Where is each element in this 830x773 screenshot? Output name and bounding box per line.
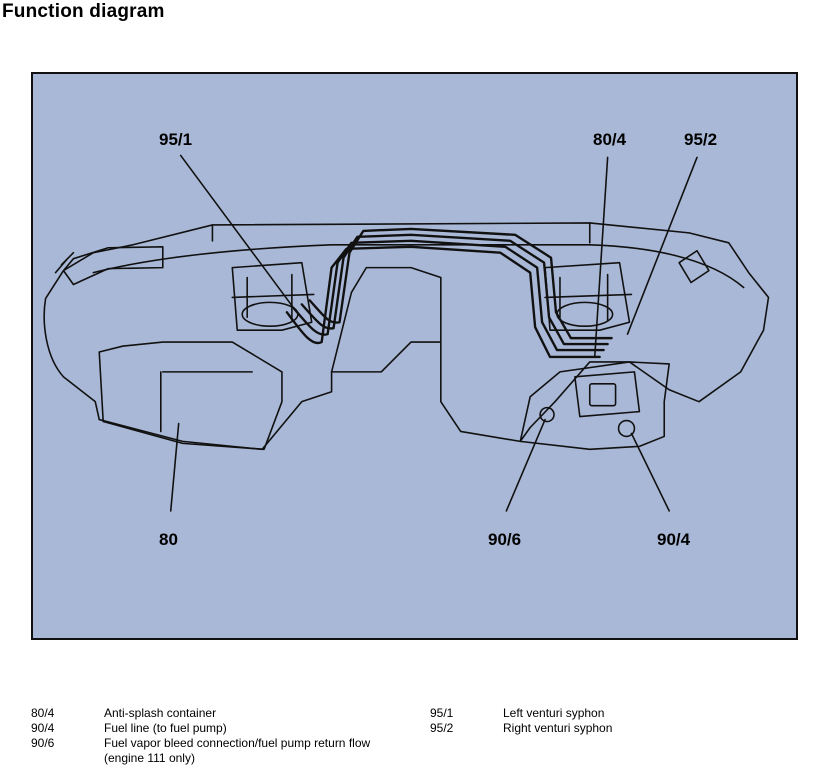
callout-95-1: 95/1 — [159, 130, 193, 149]
left-saddle — [98, 341, 283, 451]
legend-code: 90/6 — [31, 736, 55, 750]
callout-90-6: 90/6 — [488, 530, 522, 549]
right-module — [519, 361, 670, 451]
leader-90-4 — [630, 432, 670, 512]
legend-left: 80/4 Anti-splash container 90/4 Fuel lin… — [31, 706, 394, 766]
leader-90-6 — [505, 418, 546, 512]
callout-80-4: 80/4 — [593, 130, 627, 149]
legend-description: Right venturi syphon — [503, 721, 613, 735]
tank-outline — [43, 222, 770, 451]
fuel-tank-diagram: 95/1 80/4 95/2 80 90/6 90/4 — [31, 72, 798, 640]
filler-neck — [62, 245, 164, 286]
legend-code: 95/1 — [430, 706, 454, 720]
callout-80: 80 — [159, 530, 178, 549]
legend-right: 95/1 Left venturi syphon 95/2 Right vent… — [430, 706, 612, 736]
fuel-tank-drawing — [43, 154, 770, 512]
legend-code: 95/2 — [430, 721, 454, 735]
legend-description: Fuel vapor bleed connection/fuel pump re… — [104, 736, 371, 765]
leader-95-2 — [626, 156, 698, 335]
legend-item: 95/1 Left venturi syphon — [430, 706, 612, 721]
legend-code: 90/4 — [31, 721, 55, 735]
leader-80 — [169, 422, 180, 512]
page-title: Function diagram — [2, 1, 165, 22]
center-hump — [330, 266, 442, 373]
legend-item: 90/4 Fuel line (to fuel pump) — [31, 721, 394, 736]
leader-95-1 — [179, 154, 298, 314]
leader-80-4 — [593, 156, 609, 358]
callout-95-2: 95/2 — [684, 130, 718, 149]
legend-description: Left venturi syphon — [503, 706, 605, 720]
legend-item: 90/6 Fuel vapor bleed connection/fuel pu… — [31, 736, 394, 766]
legend-item: 95/2 Right venturi syphon — [430, 721, 612, 736]
legend-description: Fuel line (to fuel pump) — [104, 721, 227, 735]
callout-90-4: 90/4 — [657, 530, 691, 549]
tank-rim — [92, 243, 745, 289]
legend-code: 80/4 — [31, 706, 55, 720]
legend-item: 80/4 Anti-splash container — [31, 706, 394, 721]
fuel-line — [285, 245, 601, 359]
legend-description: Anti-splash container — [104, 706, 217, 720]
